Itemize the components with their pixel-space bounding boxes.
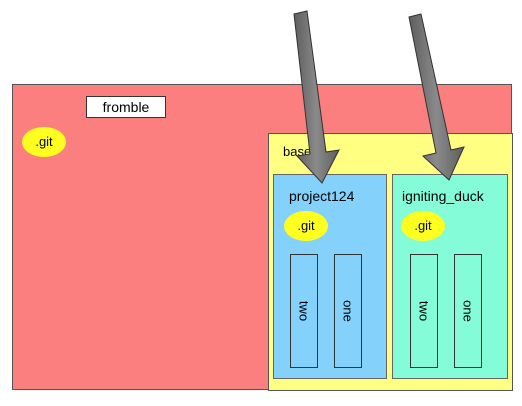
igniting-duck-folder-one: one — [454, 254, 482, 368]
igniting-duck-git-badge: .git — [401, 211, 445, 241]
folder-label: one — [460, 300, 476, 322]
project124-folder-two: two — [290, 254, 318, 368]
igniting-duck-folder-two: two — [410, 254, 438, 368]
folder-label: two — [296, 300, 312, 322]
folder-label: two — [416, 300, 432, 322]
fromble-label: fromble — [86, 96, 166, 118]
project124-folder-one: one — [334, 254, 362, 368]
project124-git-badge: .git — [284, 211, 328, 241]
fromble-git-badge: .git — [22, 127, 66, 157]
project124-title: project124 — [289, 188, 355, 204]
folder-label: one — [340, 300, 356, 322]
base-label: base — [283, 144, 312, 159]
igniting-duck-title: igniting_duck — [402, 188, 484, 204]
